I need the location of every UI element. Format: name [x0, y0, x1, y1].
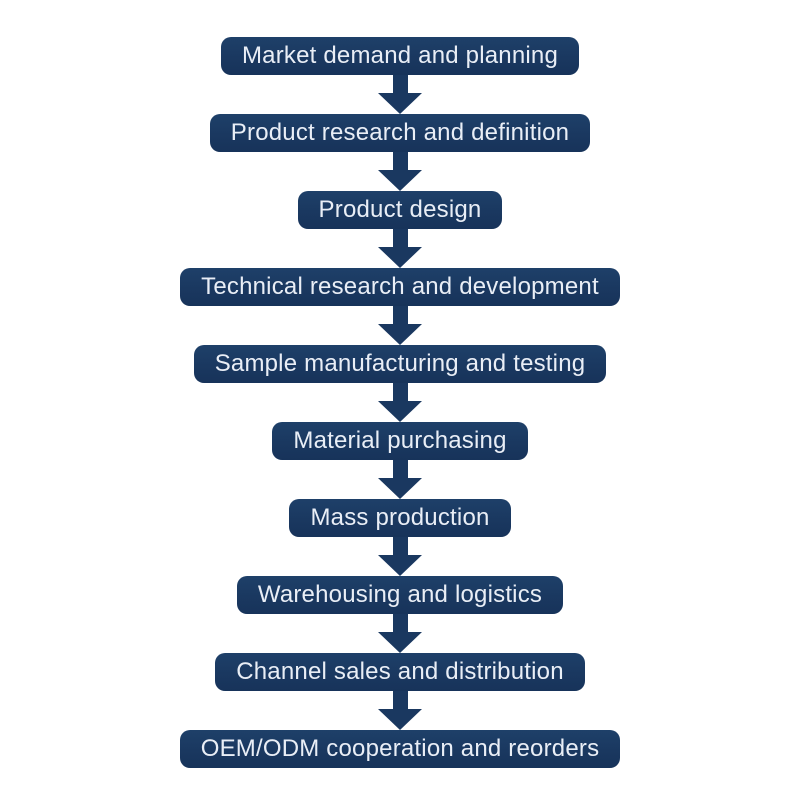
- arrow-head: [378, 247, 422, 268]
- arrow-stem: [392, 537, 408, 555]
- arrow-head: [378, 709, 422, 730]
- arrow-head: [378, 478, 422, 499]
- arrow-stem: [392, 229, 408, 247]
- arrow-stem: [392, 383, 408, 401]
- arrow-head: [378, 401, 422, 422]
- down-arrow-icon: [378, 614, 422, 653]
- arrow-head: [378, 555, 422, 576]
- arrow-stem: [392, 152, 408, 170]
- arrow-stem: [392, 306, 408, 324]
- arrow-stem: [392, 691, 408, 709]
- flow-step-technical-rnd: Technical research and development: [180, 268, 620, 306]
- flowchart: Market demand and planning Product resea…: [0, 37, 800, 768]
- flow-step-market-demand: Market demand and planning: [220, 37, 580, 75]
- down-arrow-icon: [378, 229, 422, 268]
- arrow-stem: [392, 614, 408, 632]
- flow-step-warehousing-logistics: Warehousing and logistics: [236, 576, 564, 614]
- down-arrow-icon: [378, 691, 422, 730]
- arrow-stem: [392, 460, 408, 478]
- flow-step-product-research: Product research and definition: [209, 114, 591, 152]
- arrow-stem: [392, 75, 408, 93]
- down-arrow-icon: [378, 383, 422, 422]
- down-arrow-icon: [378, 75, 422, 114]
- flow-step-mass-production: Mass production: [289, 499, 511, 537]
- flow-step-oem-odm: OEM/ODM cooperation and reorders: [179, 730, 621, 768]
- arrow-head: [378, 170, 422, 191]
- down-arrow-icon: [378, 460, 422, 499]
- flow-step-material-purchasing: Material purchasing: [272, 422, 528, 460]
- arrow-head: [378, 324, 422, 345]
- arrow-head: [378, 93, 422, 114]
- arrow-head: [378, 632, 422, 653]
- flow-step-sample-testing: Sample manufacturing and testing: [193, 345, 607, 383]
- down-arrow-icon: [378, 152, 422, 191]
- flow-step-product-design: Product design: [297, 191, 503, 229]
- down-arrow-icon: [378, 306, 422, 345]
- down-arrow-icon: [378, 537, 422, 576]
- flow-step-channel-sales: Channel sales and distribution: [215, 653, 585, 691]
